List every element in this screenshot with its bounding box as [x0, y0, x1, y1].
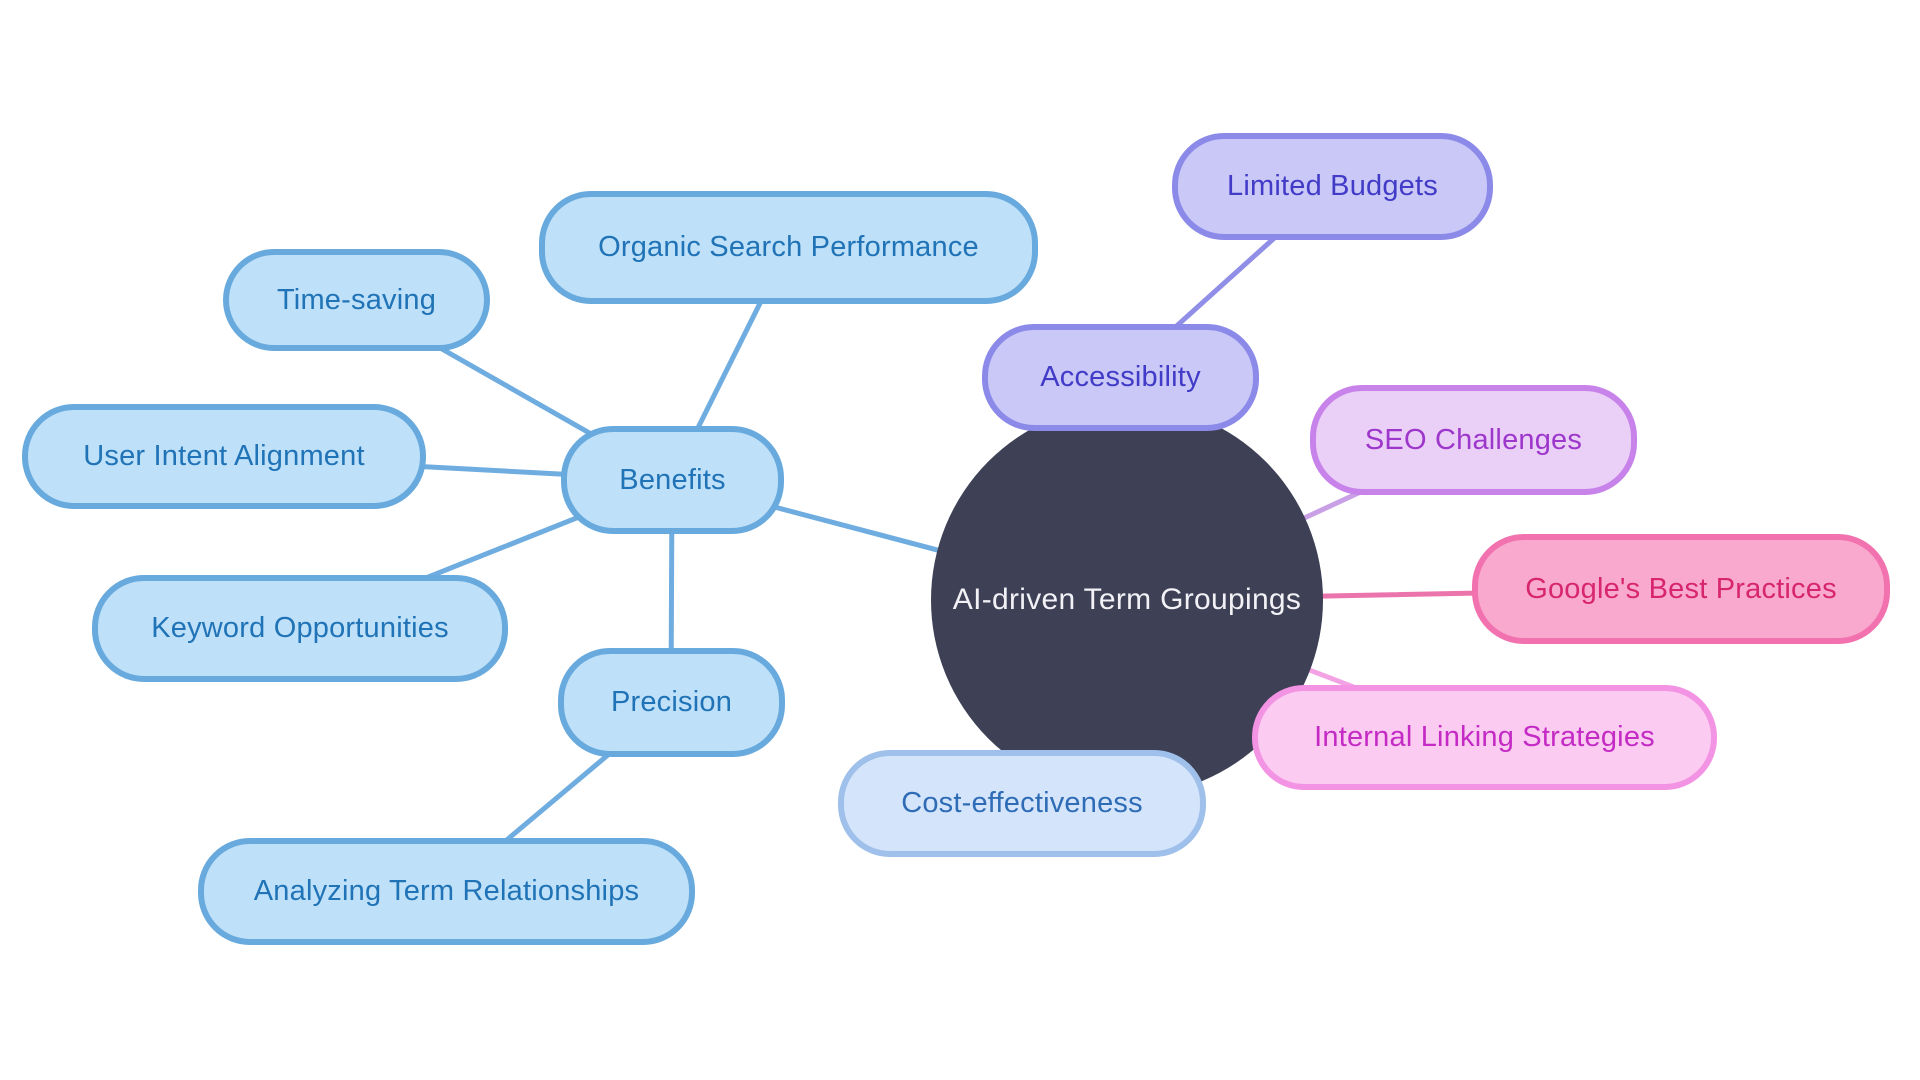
node-label: User Intent Alignment — [83, 440, 365, 472]
node-user-intent-alignment[interactable]: User Intent Alignment — [22, 404, 426, 509]
node-benefits[interactable]: Benefits — [561, 426, 784, 534]
node-accessibility[interactable]: Accessibility — [982, 324, 1259, 431]
node-label: Analyzing Term Relationships — [253, 875, 640, 907]
node-label: Benefits — [619, 463, 726, 496]
node-label: Precision — [610, 686, 733, 718]
node-keyword-opportunities[interactable]: Keyword Opportunities — [92, 575, 508, 682]
node-label: Organic Search Performance — [598, 231, 979, 263]
central-node-label: AI-driven Term Groupings — [952, 583, 1302, 616]
node-precision[interactable]: Precision — [558, 648, 785, 757]
node-label: Time-saving — [276, 283, 437, 316]
node-label: Limited Budgets — [1227, 170, 1438, 202]
node-limited-budgets[interactable]: Limited Budgets — [1172, 133, 1493, 240]
node-cost-effectiveness[interactable]: Cost-effectiveness — [838, 750, 1206, 857]
node-label: Google's Best Practices — [1525, 572, 1837, 605]
node-label: Internal Linking Strategies — [1314, 721, 1655, 753]
node-organic-search-performance[interactable]: Organic Search Performance — [539, 191, 1038, 304]
node-internal-linking-strategies[interactable]: Internal Linking Strategies — [1252, 685, 1717, 790]
node-seo-challenges[interactable]: SEO Challenges — [1310, 385, 1637, 495]
node-googles-best-practices[interactable]: Google's Best Practices — [1472, 534, 1890, 644]
node-analyzing-term-relationships[interactable]: Analyzing Term Relationships — [198, 838, 695, 945]
node-time-saving[interactable]: Time-saving — [223, 249, 490, 351]
node-label: Keyword Opportunities — [151, 612, 449, 644]
node-label: SEO Challenges — [1364, 423, 1583, 456]
node-label: Cost-effectiveness — [901, 787, 1143, 819]
node-label: Accessibility — [1040, 361, 1201, 393]
